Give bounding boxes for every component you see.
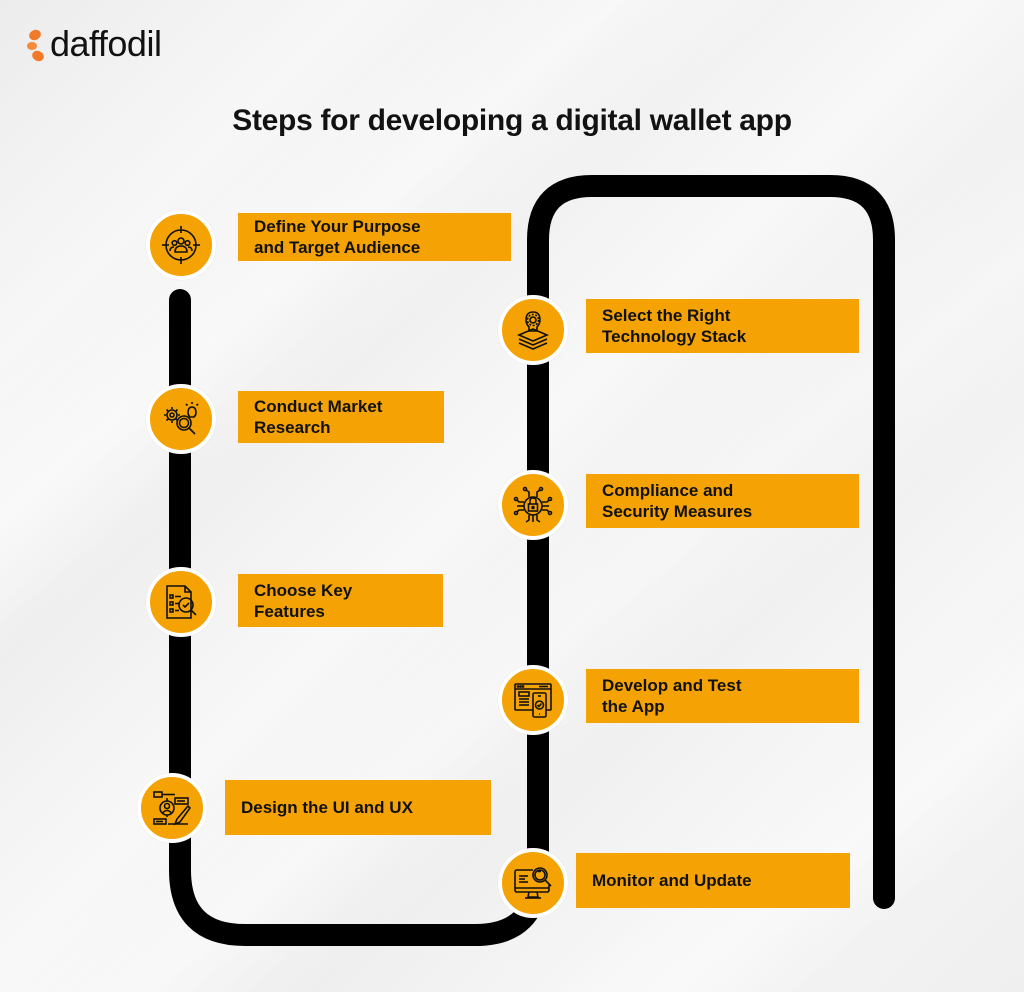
step-7-badge: [498, 665, 568, 735]
develop-test-icon: [514, 683, 552, 718]
market-research-icon: [164, 402, 199, 435]
target-audience-icon: [162, 226, 200, 264]
step-5-badge: [498, 295, 568, 365]
step-4-label: Design the UI and UX: [225, 780, 491, 835]
step-1-badge: [146, 210, 216, 280]
step-8-text: Monitor and Update: [592, 871, 752, 890]
step-6-label: Compliance and Security Measures: [586, 474, 859, 528]
step-1-text: Define Your Purpose and Target Audience: [254, 217, 421, 257]
step-8-badge: [498, 848, 568, 918]
step-2-label: Conduct Market Research: [238, 391, 444, 443]
step-5-label: Select the Right Technology Stack: [586, 299, 859, 353]
step-5-text: Select the Right Technology Stack: [602, 306, 747, 346]
step-7-label: Develop and Test the App: [586, 669, 859, 723]
step-3-badge: [146, 567, 216, 637]
step-2-text: Conduct Market Research: [254, 397, 383, 437]
security-lock-icon: [513, 486, 553, 523]
page-title: Steps for developing a digital wallet ap…: [232, 104, 792, 137]
step-7-text: Develop and Test the App: [602, 676, 742, 716]
daffodil-flower-icon: [27, 29, 44, 62]
step-3-text: Choose Key Features: [254, 580, 353, 621]
ui-ux-design-icon: [153, 791, 192, 826]
step-2-badge: [146, 384, 216, 454]
step-8-label: Monitor and Update: [576, 853, 850, 908]
step-6-text: Compliance and Security Measures: [602, 481, 753, 521]
brand-name: daffodil: [50, 23, 162, 64]
step-4-badge: [137, 773, 207, 843]
step-3-label: Choose Key Features: [238, 574, 443, 627]
monitor-update-icon: [514, 867, 552, 899]
brand-logo: daffodil: [26, 22, 162, 66]
step-1-label: Define Your Purpose and Target Audience: [238, 213, 511, 261]
technology-stack-icon: [516, 311, 550, 350]
step-4-text: Design the UI and UX: [241, 798, 413, 817]
feature-checklist-icon: [166, 585, 197, 619]
step-6-badge: [498, 470, 568, 540]
